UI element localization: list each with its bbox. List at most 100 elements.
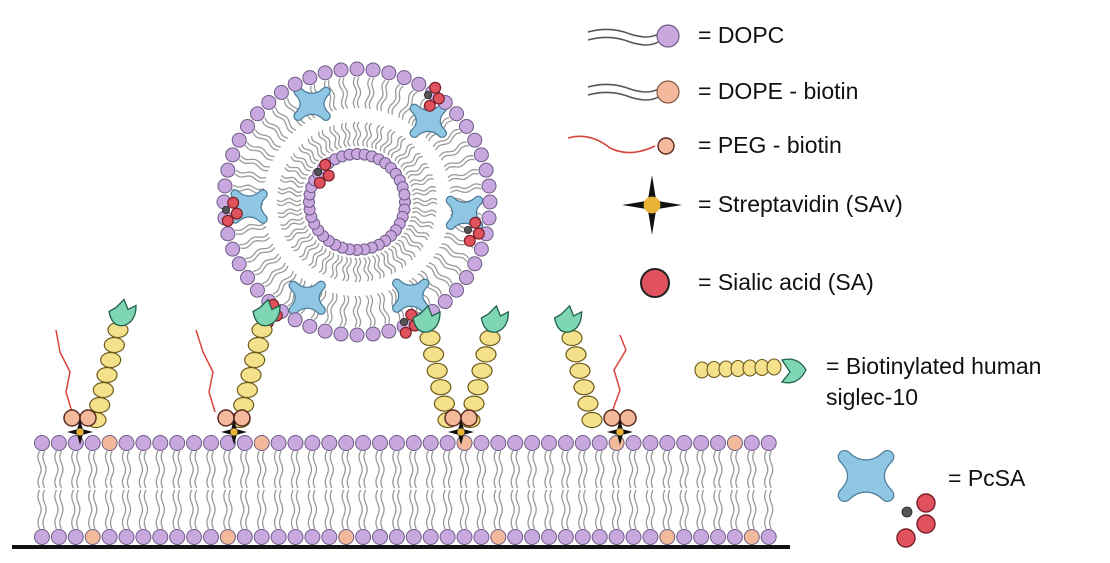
bilayer-head-bottom (372, 529, 388, 545)
streptavidin-star-core (616, 428, 624, 436)
bilayer-tail (442, 489, 448, 530)
siglec-bead (89, 396, 111, 414)
bilayer-tail (447, 450, 453, 489)
vesicle-tail (318, 250, 331, 273)
siglec-10-icon (766, 358, 782, 376)
bilayer-tail (143, 489, 149, 530)
bilayer-head-bottom (34, 529, 50, 545)
vesicle-sialic-acid-sa (227, 196, 240, 209)
bilayer-tail (76, 450, 81, 489)
bilayer-head-bottom (473, 529, 490, 545)
bilayer-tail (37, 489, 42, 530)
vesicle-tail (284, 167, 307, 180)
vesicle-tail (276, 197, 302, 203)
bilayer-tail (307, 489, 313, 530)
vesicle-tail (401, 235, 422, 251)
bilayer-tail (763, 489, 769, 530)
vesicle-tail (407, 224, 430, 237)
siglec-head (480, 304, 510, 333)
bilayer-tail (240, 450, 245, 489)
siglec-bead (581, 411, 603, 429)
bilayer-head-top (676, 435, 693, 451)
bilayer-tail (346, 450, 351, 489)
bilayer-tail (549, 450, 554, 489)
bilayer-tail (730, 489, 735, 530)
sialic-acid-icon (640, 268, 670, 298)
bilayer-tail (527, 450, 532, 489)
siglec-bead (244, 351, 266, 369)
vesicle-head (349, 61, 365, 77)
vesicle-sialic-acid-linker (221, 205, 230, 214)
bilayer-tail (425, 450, 431, 489)
bilayer-head-top (760, 435, 777, 451)
bilayer-head-top (422, 435, 439, 451)
vesicle-tail (371, 255, 381, 279)
biotin-anchor (444, 409, 462, 427)
bilayer-tail (363, 450, 368, 489)
bilayer-tail (104, 489, 110, 530)
vesicle-tail (245, 243, 274, 259)
vesicle-tail (252, 132, 279, 151)
bilayer-tail (532, 450, 537, 489)
bilayer-head-top (372, 435, 388, 451)
vesicle-tail (342, 256, 348, 282)
bilayer-head-bottom (50, 529, 67, 545)
vesicle-tail (311, 248, 327, 269)
bilayer-tail (493, 489, 499, 530)
bilayer-tail (532, 489, 537, 530)
bilayer-tail (71, 450, 76, 489)
vesicle-pcsa (392, 278, 430, 313)
siglec-bead (471, 362, 493, 379)
vesicle-tail (379, 129, 392, 152)
vesicle-tail (318, 131, 331, 154)
bilayer-tail (194, 450, 199, 489)
bilayer-tail (594, 489, 600, 530)
bilayer-tail (54, 450, 59, 489)
bilayer-tail (341, 489, 346, 530)
bilayer-head-bottom (135, 529, 152, 545)
bilayer-tail (594, 450, 600, 489)
bilayer-tail (515, 450, 520, 489)
bilayer-tail (735, 489, 740, 530)
vesicle-tail (356, 295, 362, 328)
bilayer-head-bottom (388, 529, 405, 545)
bilayer-tail (76, 489, 81, 530)
bilayer-head-bottom (270, 529, 287, 545)
vesicle-tail (364, 77, 371, 109)
vesicle-tail (254, 128, 281, 148)
vesicle-tail (428, 262, 453, 284)
vesicle-tail (377, 293, 387, 324)
bilayer-tail (109, 450, 115, 489)
bilayer-tail (768, 450, 774, 489)
bilayer-tail (177, 450, 182, 489)
bilayer-head-bottom (118, 529, 135, 545)
bilayer-tail (37, 450, 42, 489)
vesicle-tail (441, 243, 470, 259)
vesicle-tail (344, 122, 351, 147)
bilayer-tail (194, 489, 199, 530)
vesicle-tail (345, 257, 352, 282)
vesicle-head (225, 147, 241, 163)
legend-label-streptavidin: = Streptavidin (SAv) (698, 191, 903, 217)
bilayer-tail (172, 489, 177, 530)
bilayer-head-top (355, 435, 372, 451)
bilayer-tail (240, 489, 245, 530)
bilayer-head-top (84, 435, 101, 451)
vesicle-tail (409, 220, 433, 230)
bilayer-tail (92, 489, 98, 530)
bilayer-tail (628, 450, 634, 489)
vesicle-tail (380, 292, 390, 324)
bilayer-head-bottom (219, 529, 236, 545)
bilayer-tail (223, 450, 228, 489)
vesicle-tail (383, 131, 396, 154)
bilayer-tail (696, 489, 701, 530)
vesicle-tail (264, 117, 289, 139)
vesicle-head (398, 188, 411, 201)
vesicle-tail (338, 78, 345, 110)
vesicle-head (225, 241, 241, 257)
vesicle-tail (402, 155, 423, 171)
vesicle-tail (356, 76, 362, 109)
bilayer-tail (126, 450, 132, 489)
vesicle-head (333, 326, 349, 342)
bilayer-tail (498, 489, 504, 530)
